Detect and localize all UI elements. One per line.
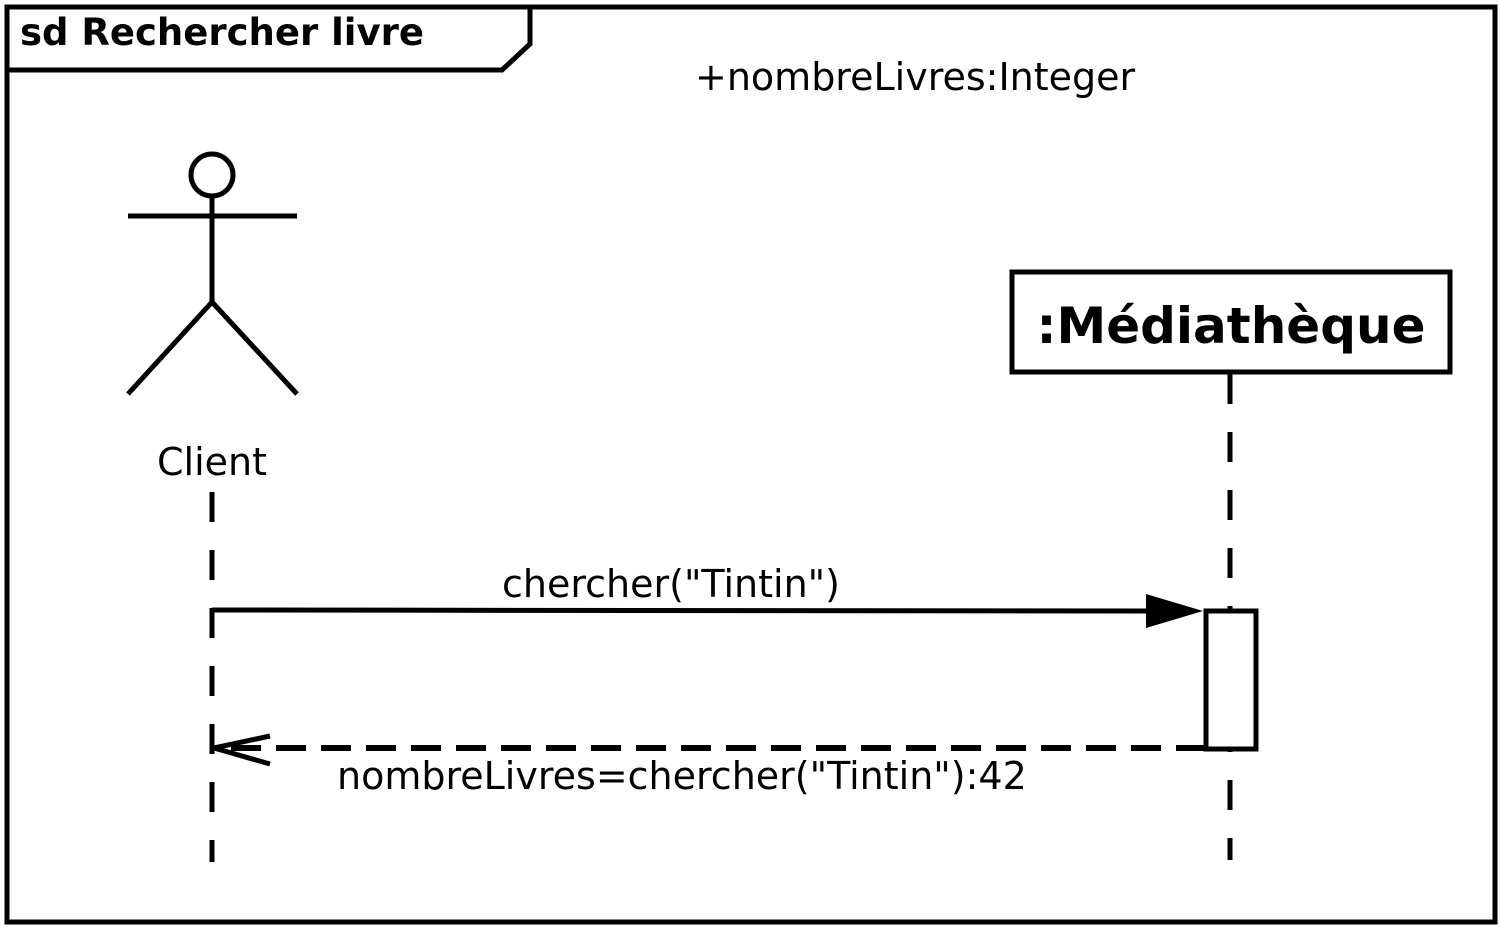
frame-title-tab <box>7 7 533 73</box>
actor-figure-icon <box>126 151 299 396</box>
reply-message-label: nombreLivres=chercher("Tintin"):42 <box>337 754 1027 798</box>
lifeline-title: :Médiathèque <box>1036 297 1425 355</box>
activation-bar <box>1203 608 1259 752</box>
open-arrowhead-icon <box>213 733 271 767</box>
solid-arrowhead-icon <box>1146 594 1203 628</box>
lifeline-head <box>1009 269 1453 375</box>
call-message-label: chercher("Tintin") <box>502 562 840 606</box>
frame-attribute: +nombreLivres:Integer <box>695 55 1136 99</box>
call-message-line <box>211 607 1151 614</box>
actor-name: Client <box>157 440 267 484</box>
frame-title: sd Rechercher livre <box>20 11 424 54</box>
interaction-frame <box>4 4 1498 925</box>
